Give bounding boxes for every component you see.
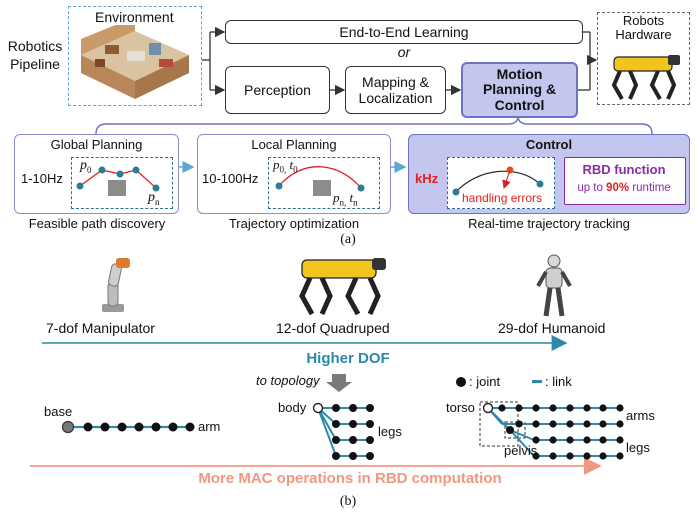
control-title: Control bbox=[525, 137, 573, 152]
control-tracking-svg bbox=[452, 166, 544, 196]
control-panel: Control kHz handling errors RBD function… bbox=[408, 134, 690, 214]
pipeline-label: Robotics Pipeline bbox=[7, 38, 63, 72]
local-frequency: 10-100Hz bbox=[202, 171, 259, 186]
global-end-label: pn bbox=[148, 190, 160, 207]
local-end-label: pn, tn bbox=[333, 190, 358, 208]
local-caption: Trajectory optimization bbox=[228, 216, 360, 231]
global-planning-panel: Global Planning 1-10Hz p0 pn bbox=[14, 134, 179, 214]
global-path-sketch: p0 pn bbox=[71, 157, 173, 209]
quadruped-robot-icon bbox=[611, 55, 680, 100]
humanoid-robot-icon bbox=[536, 254, 572, 317]
control-frequency: kHz bbox=[415, 171, 439, 186]
quadruped-robot-large-icon bbox=[299, 258, 386, 316]
link-legend-icon bbox=[532, 380, 542, 383]
rbd-runtime-text: up to 90% runtime bbox=[577, 182, 671, 194]
figure-label-b: (b) bbox=[339, 494, 357, 509]
control-tracking-sketch: handling errors bbox=[447, 157, 555, 209]
end-to-end-learning-box: End-to-End Learning bbox=[225, 20, 583, 44]
mac-operations-label: More MAC operations in RBD computation bbox=[198, 470, 502, 487]
environment-box: Environment bbox=[68, 6, 202, 106]
global-frequency: 1-10Hz bbox=[21, 171, 63, 186]
humanoid-label: 29-dof Humanoid bbox=[498, 320, 606, 336]
global-start-label: p0 bbox=[80, 158, 92, 175]
hardware-box: Robots Hardware bbox=[597, 12, 690, 105]
local-start-label: p0, t0 bbox=[273, 157, 298, 175]
joint-legend: : joint bbox=[456, 374, 500, 389]
torso-label: torso bbox=[446, 400, 475, 415]
local-planning-panel: Local Planning 10-100Hz p0, t0 pn, tn bbox=[197, 134, 391, 214]
rbd-function-box: RBD function up to 90% runtime bbox=[564, 157, 686, 205]
local-planning-title: Local Planning bbox=[251, 137, 337, 152]
or-label: or bbox=[397, 44, 411, 60]
hardware-label: Robots Hardware bbox=[615, 13, 672, 43]
environment-label: Environment bbox=[95, 9, 174, 25]
motion-planning-label: Motion Planning & Control bbox=[482, 65, 557, 113]
higher-dof-label: Higher DOF bbox=[306, 350, 390, 367]
figure-label-a: (a) bbox=[340, 232, 356, 247]
rbd-function-title: RBD function bbox=[582, 162, 666, 177]
quadruped-label: 12-dof Quadruped bbox=[276, 320, 390, 336]
body-label: body bbox=[278, 400, 307, 415]
room-illustration bbox=[81, 25, 189, 99]
local-path-svg bbox=[275, 166, 365, 196]
pelvis-label: pelvis bbox=[504, 443, 538, 458]
humanoid-legs-label: legs bbox=[626, 440, 650, 455]
joint-legend-icon bbox=[456, 377, 466, 387]
control-caption: Real-time trajectory tracking bbox=[468, 216, 630, 231]
handling-errors-label: handling errors bbox=[462, 191, 543, 205]
motion-planning-box: Motion Planning & Control bbox=[461, 62, 578, 118]
base-label: base bbox=[44, 404, 73, 419]
arms-label: arms bbox=[626, 408, 655, 423]
local-path-sketch: p0, t0 pn, tn bbox=[268, 157, 380, 209]
global-path-svg bbox=[76, 166, 160, 196]
manipulator-robot-icon bbox=[102, 258, 130, 312]
perception-label: Perception bbox=[244, 81, 311, 98]
to-topology-label: to topology bbox=[256, 373, 320, 388]
perception-box: Perception bbox=[225, 66, 330, 114]
manipulator-label: 7-dof Manipulator bbox=[46, 320, 155, 336]
global-caption: Feasible path discovery bbox=[28, 216, 166, 231]
mapping-label: Mapping & Localization bbox=[358, 73, 433, 106]
link-legend: : link bbox=[532, 374, 572, 389]
arm-label: arm bbox=[198, 419, 221, 434]
end-to-end-label: End-to-End Learning bbox=[339, 23, 469, 40]
global-planning-title: Global Planning bbox=[50, 137, 143, 152]
mapping-box: Mapping & Localization bbox=[345, 66, 446, 114]
legs-label: legs bbox=[378, 424, 402, 439]
